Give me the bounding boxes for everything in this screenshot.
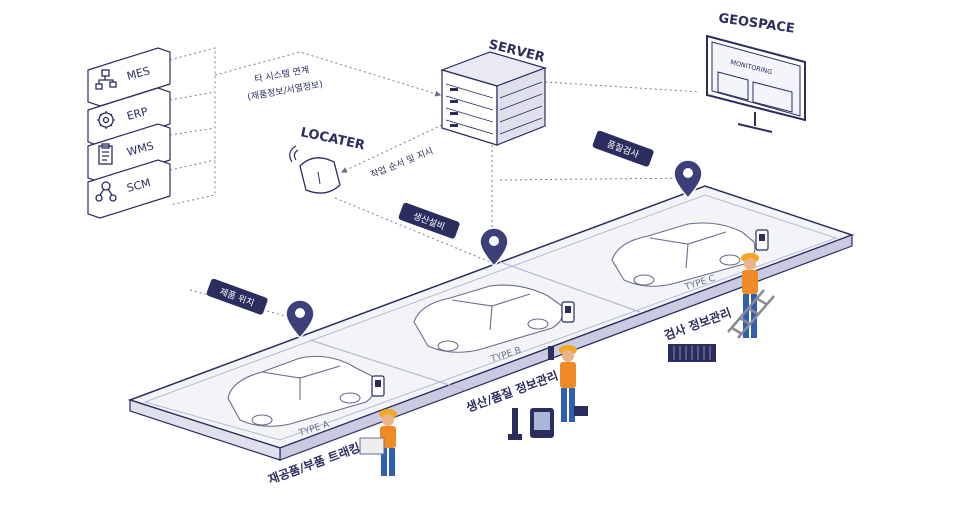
integration-label: 타 시스템 연계 — [253, 64, 310, 85]
inspection-line — [499, 177, 696, 181]
locater-title: LOCATER — [299, 125, 366, 153]
tag-device-b — [561, 301, 575, 323]
badge-position: 제품 위치 — [206, 278, 268, 315]
plc-controller — [668, 344, 716, 362]
location-pin-c — [673, 159, 703, 200]
scanner-icon — [548, 346, 554, 360]
wrench-tool-icon — [508, 408, 522, 440]
network-gear-icon — [95, 181, 117, 202]
systems-to-server-line — [214, 51, 442, 97]
ladder-icon — [727, 289, 775, 339]
gear-icon — [97, 111, 115, 129]
tag-device-a — [371, 375, 385, 397]
worker-a — [359, 409, 397, 476]
systems-stack: MES ERP WMS SCM — [87, 47, 171, 219]
geospace-title: GEOSPACE — [717, 11, 795, 37]
hierarchy-icon — [95, 69, 117, 90]
worker-c — [727, 253, 775, 339]
system-card-mes: MES — [87, 47, 171, 107]
car-type-c — [611, 222, 756, 287]
car-type-a — [227, 355, 376, 427]
position-tag-line — [189, 289, 301, 321]
system-card-scm: SCM — [87, 159, 171, 219]
location-pin-a — [285, 299, 315, 340]
system-label-erp: ERP — [125, 105, 149, 123]
clipboard-icon — [98, 143, 113, 165]
tag-device-c — [755, 229, 769, 251]
systems-bracket-line — [169, 47, 216, 206]
system-card-erp: ERP — [87, 87, 171, 147]
systems-bracket-tick — [169, 91, 216, 171]
system-label-mes: MES — [125, 64, 151, 83]
badge-facility: 생산설비 — [398, 202, 460, 239]
locater-device: LOCATER — [289, 125, 366, 194]
signal-icon — [289, 145, 299, 163]
system-card-wms: WMS — [87, 123, 171, 183]
server-to-locater-line — [340, 124, 443, 173]
toolbox-icon — [574, 406, 588, 416]
blueprint-icon — [359, 437, 385, 455]
server-to-geospace-line — [544, 81, 701, 93]
tablet-device — [530, 408, 554, 438]
worker-b — [548, 345, 588, 422]
server-rack: SERVER — [440, 37, 547, 146]
geospace-monitor: GEOSPACE MONITORING — [706, 11, 806, 133]
location-pin-b — [479, 227, 509, 268]
badge-inspection: 품질검사 — [592, 130, 654, 167]
work-order-label: 작업 순서 및 지시 — [369, 145, 435, 181]
system-label-scm: SCM — [125, 176, 152, 195]
